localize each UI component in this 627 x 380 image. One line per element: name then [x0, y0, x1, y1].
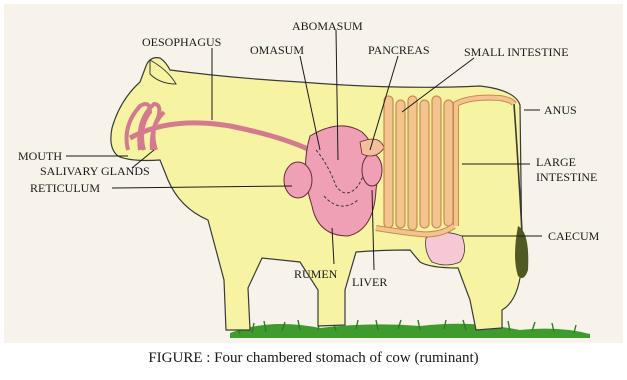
label-omasum: OMASUM: [250, 44, 304, 57]
label-large-intestine-line1: LARGE: [536, 156, 576, 169]
label-mouth: MOUTH: [18, 150, 62, 163]
label-oesophagus: OESOPHAGUS: [142, 36, 221, 49]
label-small-intestine: SMALL INTESTINE: [464, 46, 569, 59]
figure-caption: FIGURE : Four chambered stomach of cow (…: [0, 350, 627, 367]
label-pancreas: PANCREAS: [368, 44, 430, 57]
label-salivary-glands: SALIVARY GLANDS: [40, 165, 150, 178]
label-rumen: RUMEN: [294, 268, 337, 281]
udder: [426, 232, 465, 265]
label-reticulum: RETICULUM: [30, 182, 100, 195]
label-large-intestine-line2: INTESTINE: [536, 171, 597, 184]
tail-tuft: [515, 226, 528, 278]
label-caecum: CAECUM: [548, 230, 599, 243]
reticulum-shape: [284, 162, 312, 198]
label-abomasum: ABOMASUM: [292, 20, 363, 33]
label-liver: LIVER: [352, 276, 387, 289]
label-anus: ANUS: [544, 104, 577, 117]
pancreas-shape: [362, 154, 382, 186]
